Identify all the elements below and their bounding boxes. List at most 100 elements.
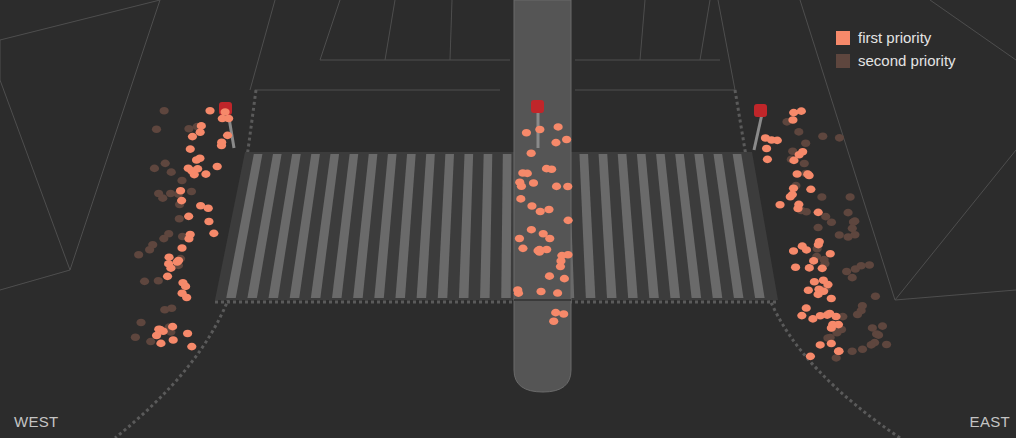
pedestrian-dot bbox=[813, 224, 822, 232]
pedestrian-dot bbox=[527, 202, 536, 210]
pedestrian-dot bbox=[154, 277, 163, 285]
pedestrian-dot bbox=[552, 183, 561, 191]
pedestrian-dot bbox=[871, 292, 880, 300]
pedestrian-dot bbox=[131, 333, 140, 341]
legend-text: second priority bbox=[858, 52, 956, 69]
pedestrian-dot bbox=[882, 341, 891, 349]
stripe bbox=[374, 154, 396, 298]
pedestrian-dot bbox=[789, 109, 798, 117]
pedestrian-dot bbox=[163, 273, 172, 281]
pedestrian-dot bbox=[814, 209, 823, 217]
pedestrian-dot bbox=[184, 125, 193, 133]
curb-lines bbox=[115, 90, 900, 438]
pedestrian-dot bbox=[160, 107, 169, 115]
pedestrian-dot bbox=[529, 179, 538, 187]
pedestrian-dot bbox=[223, 132, 232, 140]
pedestrian-dot bbox=[556, 263, 565, 271]
pedestrian-dot bbox=[209, 230, 218, 238]
stripe bbox=[733, 154, 765, 298]
building-outlines bbox=[0, 0, 1016, 300]
pedestrian-dot bbox=[158, 194, 167, 202]
pedestrian-dot bbox=[858, 302, 867, 310]
pedestrian-dot bbox=[161, 160, 170, 168]
pedestrian-dot bbox=[858, 345, 867, 353]
pedestrian-dot bbox=[808, 315, 817, 323]
direction-label: EAST bbox=[970, 413, 1010, 430]
pedestrian-dot bbox=[793, 205, 802, 213]
pedestrian-dot bbox=[187, 167, 196, 175]
pedestrian-dot bbox=[789, 247, 798, 255]
pedestrian-dot bbox=[515, 178, 524, 186]
pedestrian-dot bbox=[536, 288, 545, 296]
stripe bbox=[480, 154, 492, 298]
stripe bbox=[395, 154, 415, 298]
pedestrian-dot bbox=[159, 235, 168, 243]
legend-entry: first priority bbox=[836, 26, 956, 49]
stripe bbox=[637, 154, 659, 298]
pedestrian-dot bbox=[533, 247, 542, 255]
pedestrian-dot bbox=[827, 340, 836, 348]
pedestrian-dot bbox=[867, 341, 876, 349]
pedestrian-dot bbox=[843, 209, 852, 217]
pedestrian-dot bbox=[549, 317, 558, 325]
pedestrian-dot bbox=[563, 183, 572, 191]
pedestrian-dot bbox=[818, 133, 827, 141]
pedestrian-dot bbox=[815, 238, 824, 246]
pedestrian-dot bbox=[220, 108, 229, 116]
pedestrian-dot bbox=[224, 115, 233, 123]
pedestrian-dot bbox=[818, 265, 827, 273]
pedestrian-dot bbox=[791, 263, 800, 271]
pedestrian-dot bbox=[146, 338, 155, 346]
pedestrian-dot bbox=[832, 354, 841, 362]
pedestrian-dot bbox=[201, 170, 210, 178]
stripe bbox=[417, 154, 435, 298]
pedestrian-dot bbox=[850, 217, 859, 225]
pedestrian-dot bbox=[834, 347, 843, 355]
pedestrian-dot bbox=[204, 218, 213, 226]
pedestrian-dot bbox=[553, 289, 562, 297]
crosswalk-stripes bbox=[226, 154, 764, 298]
pedestrian-dot bbox=[828, 321, 837, 329]
pedestrian-dot bbox=[518, 169, 527, 177]
pedestrian-dot bbox=[857, 262, 866, 270]
pedestrian-dot bbox=[522, 129, 531, 137]
pedestrian-dot bbox=[213, 163, 222, 171]
legend: first priority second priority bbox=[836, 26, 956, 72]
pedestrian-dot bbox=[535, 126, 544, 134]
pedestrian-dot bbox=[187, 188, 196, 196]
pedestrian-dot bbox=[788, 116, 797, 124]
pedestrian-dot bbox=[802, 246, 811, 254]
signal-poles bbox=[219, 100, 767, 150]
legend-swatch bbox=[836, 54, 850, 68]
pedestrian-dot bbox=[848, 347, 857, 355]
pedestrian-dot bbox=[826, 250, 835, 258]
pedestrian-dot bbox=[181, 283, 190, 291]
pedestrian-dot bbox=[810, 278, 819, 286]
pedestrian-dot bbox=[166, 190, 175, 198]
pedestrian-dot bbox=[136, 319, 145, 327]
pedestrian-dot bbox=[874, 331, 883, 339]
pedestrian-dot bbox=[767, 136, 776, 144]
pedestrian-dot bbox=[518, 245, 527, 253]
pedestrian-dot bbox=[174, 257, 183, 265]
direction-label: WEST bbox=[14, 413, 59, 430]
pedestrian-dot bbox=[140, 278, 149, 286]
pedestrian-dot bbox=[775, 201, 784, 209]
pedestrian-dot bbox=[809, 257, 818, 265]
pedestrian-dot bbox=[835, 231, 844, 239]
pedestrian-dot bbox=[868, 324, 877, 332]
median-island bbox=[514, 0, 571, 392]
pedestrian-dot bbox=[805, 264, 814, 272]
pedestrian-dot bbox=[192, 156, 201, 164]
pedestrian-dot bbox=[545, 272, 554, 280]
stripe bbox=[618, 154, 638, 298]
pedestrian-dot bbox=[834, 348, 843, 356]
pedestrian-dot bbox=[164, 253, 173, 261]
pedestrian-dot bbox=[806, 353, 815, 361]
pedestrian-dot bbox=[800, 160, 809, 168]
pedestrian-dot bbox=[825, 310, 834, 318]
pedestrian-dot bbox=[554, 123, 563, 131]
pedestrian-dot bbox=[843, 233, 852, 241]
pedestrian-dot bbox=[186, 145, 195, 153]
